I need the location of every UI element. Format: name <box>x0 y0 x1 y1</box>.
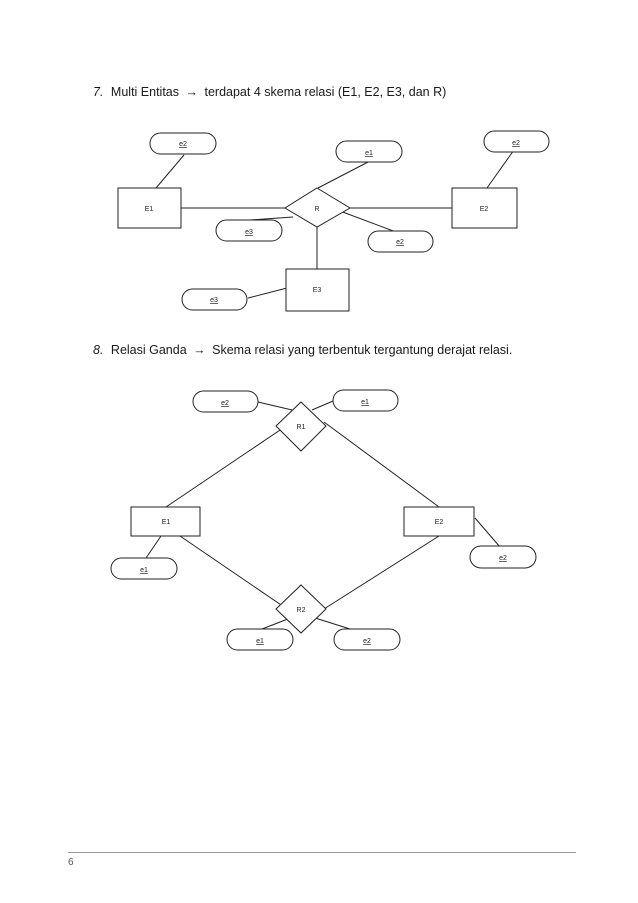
attribute-r2-left-label: e1 <box>256 638 264 645</box>
footer-divider <box>68 852 576 853</box>
attribute-r-left-label: e3 <box>245 229 253 236</box>
attribute-e2-key-label: e2 <box>499 555 507 562</box>
entity-e3 <box>285 268 350 312</box>
attribute-r2-left <box>226 628 294 651</box>
connector-r1-e2 <box>323 421 440 508</box>
entity-e2-label: E2 <box>435 519 444 526</box>
attribute-r1-right-label: e1 <box>361 399 369 406</box>
relation-r-label: R <box>314 206 319 213</box>
entity-e1 <box>117 187 182 229</box>
connector-r-attr-top <box>317 160 371 189</box>
attribute-r1-left-label: e2 <box>221 400 229 407</box>
attribute-r-right <box>367 230 434 253</box>
entity-e1-label: E1 <box>145 206 154 213</box>
connector-r1-attr-left <box>257 401 293 411</box>
connector-e1-attr <box>145 535 162 559</box>
relation-r1-label: R1 <box>297 424 306 431</box>
attribute-r2-right <box>333 628 401 651</box>
arrow-icon: → <box>185 85 199 99</box>
attribute-e2-key <box>469 545 537 569</box>
entity-e2 <box>451 187 518 229</box>
connector-r1-e1 <box>165 423 290 508</box>
arrow-icon: → <box>193 343 206 357</box>
attribute-r2-right-label: e2 <box>363 638 371 645</box>
entity-e2 <box>403 506 475 537</box>
attribute-e3-key <box>181 288 248 311</box>
section-7-heading: 7. Multi Entitas → terdapat 4 skema rela… <box>93 85 446 99</box>
connector-e1-attr <box>155 154 185 189</box>
connector-r1-attr-right <box>311 400 334 411</box>
entity-e3-label: E3 <box>313 287 322 294</box>
section-8-title: Relasi Ganda <box>110 343 187 357</box>
relation-r2 <box>275 584 327 634</box>
page-number: 6 <box>68 857 74 868</box>
attribute-e3-key-label: e3 <box>210 297 218 304</box>
entity-e2-label: E2 <box>480 206 489 213</box>
connector-e1-r2 <box>179 535 288 610</box>
connector-e2-attr <box>474 517 501 548</box>
entity-e1-label: E1 <box>162 519 171 526</box>
attribute-r-top <box>335 140 403 163</box>
connector-e3-attr <box>247 287 288 299</box>
attribute-r-left <box>215 219 283 242</box>
relation-r1 <box>275 401 327 452</box>
section-7-number: 7. <box>93 85 104 99</box>
connector-r-attr-right <box>339 210 397 233</box>
connector-e2-attr <box>486 149 515 189</box>
attribute-r-top-label: e1 <box>365 150 373 157</box>
attribute-e2-key-label: e2 <box>512 140 520 147</box>
attribute-e1-key-label: e2 <box>179 141 187 148</box>
attribute-e1-key-label: e1 <box>140 567 148 574</box>
connector-e2-r2 <box>323 535 440 610</box>
relation-r2-label: R2 <box>297 607 306 614</box>
attribute-r-right-label: e2 <box>396 239 404 246</box>
section-7-description: terdapat 4 skema relasi (E1, E2, E3, dan… <box>204 85 447 99</box>
attribute-e2-key <box>483 130 550 153</box>
diagram-multiple-relation: E1 E2 R1 R2 e2 e1 e1 e2 e1 e2 <box>110 389 537 651</box>
section-7-title: Multi Entitas <box>110 85 180 99</box>
attribute-e1-key <box>110 557 178 580</box>
section-8-description: Skema relasi yang terbentuk tergantung d… <box>212 343 513 357</box>
section-8-number: 8. <box>93 343 104 357</box>
attribute-r1-left <box>192 390 259 413</box>
connector-r2-attr-right <box>311 616 351 630</box>
attribute-r1-right <box>332 389 399 412</box>
relation-r <box>284 187 351 228</box>
section-8-heading: 8. Relasi Ganda → Skema relasi yang terb… <box>93 343 512 357</box>
attribute-e1-key <box>149 132 217 155</box>
diagram-multi-entity: E1 E2 E3 R e2 e1 e2 e3 e2 e3 <box>117 130 550 312</box>
entity-e1 <box>130 506 201 537</box>
